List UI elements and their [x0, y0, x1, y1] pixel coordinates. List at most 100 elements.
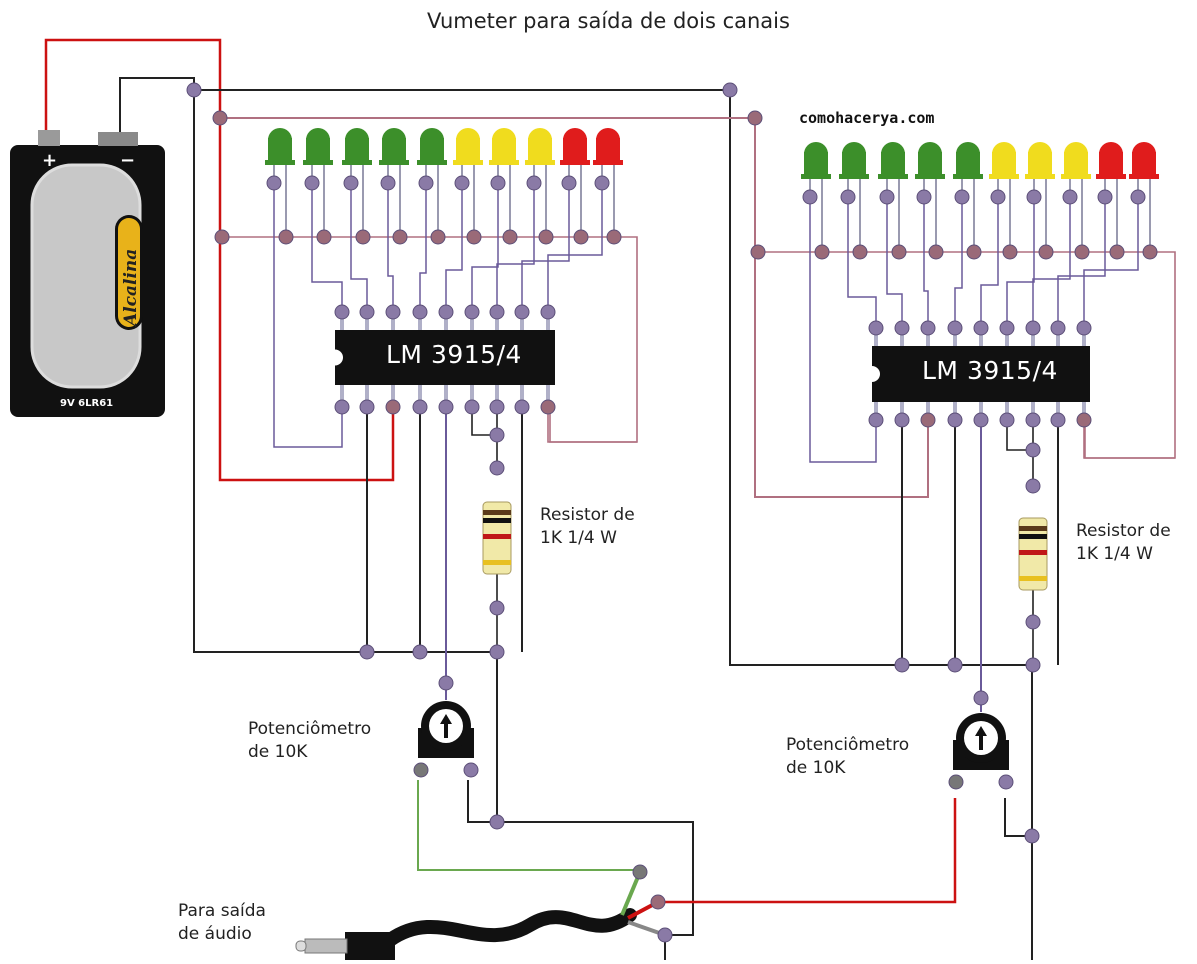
left-ic-bottom-pin-node-3: [385, 399, 401, 415]
right-led-5: [953, 142, 983, 179]
left-led-2-lens: [306, 138, 330, 160]
left-ic-lm3915: [335, 312, 555, 403]
left-led-1-dome: [268, 128, 292, 140]
right-ic-bottom-pin-1: [874, 402, 878, 420]
left-led-9-rim: [560, 160, 590, 165]
left-led-7-anode-node: [502, 229, 518, 245]
left-led-1-to-pin1: [273, 183, 343, 448]
pot-label-left-line2: de 10K: [248, 742, 308, 762]
left-led-5-anode-node: [430, 229, 446, 245]
left-led-10-lens: [596, 138, 620, 160]
battery-brand: Alcalina: [121, 248, 141, 326]
left-led-10-anode-node: [606, 229, 622, 245]
right-ic-bottom-pin-node-9: [1076, 412, 1092, 428]
pot-label-right-line1: Potenciômetro: [786, 735, 910, 755]
left-ic-bottom-pin-8: [520, 385, 524, 403]
right-ic-top-pin-node-11: [894, 320, 910, 336]
right-pin2-ground-node: [894, 657, 910, 673]
left-ic-bottom-pin-2: [365, 385, 369, 403]
left-ic-top-pin-17: [520, 312, 524, 330]
left-ic-top-pin-node-12: [385, 304, 401, 320]
cable-ground-strand: [620, 871, 642, 916]
right-ic-bottom-pin-node-7: [1025, 412, 1041, 428]
resistor-label-left-line2: 1K 1/4 W: [540, 528, 617, 548]
right-led-8-rim: [1061, 174, 1091, 179]
resistor-label-left-line1: Resistor de: [540, 505, 635, 525]
right-led-6: [989, 142, 1019, 179]
right-led-10-dome: [1132, 142, 1156, 154]
ic-label-right: LM 3915/4: [922, 356, 1058, 385]
right-led-2-to-ic: [847, 197, 877, 328]
right-led-3-dome: [881, 142, 905, 154]
left-led-1-cathode-node: [266, 175, 282, 191]
right-led-2-cathode-node: [840, 189, 856, 205]
left-ic-notch: [335, 349, 343, 366]
right-ic-bottom-pin-4: [953, 402, 957, 420]
right-led-9-cathode-node: [1097, 189, 1113, 205]
left-led-4-rim: [379, 160, 409, 165]
left-led-6-dome: [456, 128, 480, 140]
left-led-1-anode-node: [278, 229, 294, 245]
left-pot-wiper-node: [438, 675, 454, 691]
left-led-9: [560, 128, 590, 165]
left-led-6-anode-node: [466, 229, 482, 245]
battery-9v: [10, 130, 165, 417]
left-resistor-band-4: [483, 560, 511, 565]
node-ground-left: [186, 82, 202, 98]
right-ic-bottom-pin-3: [926, 402, 930, 420]
battery-brand-badge: [118, 218, 140, 327]
right-bus-start-node: [750, 244, 766, 260]
left-led-8-lens: [528, 138, 552, 160]
left-ic-bottom-pin-7: [495, 385, 499, 403]
right-led-8-cathode-node: [1062, 189, 1078, 205]
left-ic-top-pin-15: [470, 312, 474, 330]
left-led-3-lens: [345, 138, 369, 160]
left-ic-bottom-pin-node-2: [359, 399, 375, 415]
left-pot-right-pin-node: [463, 762, 479, 778]
left-pin6-7-link: [471, 407, 497, 436]
left-led-10-to-ic: [547, 183, 603, 312]
left-led-3-dome: [345, 128, 369, 140]
wire-left-channel-return: [497, 821, 694, 936]
left-ic-bottom-pin-node-7: [489, 399, 505, 415]
right-led-2-rim: [839, 174, 869, 179]
left-led-2-dome: [306, 128, 330, 140]
left-led-10-cathode-node: [594, 175, 610, 191]
left-led-10-dome: [596, 128, 620, 140]
left-led-4-anode-node: [392, 229, 408, 245]
left-led-5-lens: [420, 138, 444, 160]
right-led-8-anode-node: [1074, 244, 1090, 260]
right-led-2-anode-node: [852, 244, 868, 260]
right-ic-top-pin-17: [1056, 328, 1060, 346]
right-ic-bottom-pin-node-5: [973, 412, 989, 428]
right-pin9-mode: [1083, 420, 1175, 459]
right-led-9: [1096, 142, 1126, 179]
right-ic-bottom-pin-node-4: [947, 412, 963, 428]
right-resistor-band-3: [1019, 550, 1047, 555]
right-led-6-dome: [992, 142, 1016, 154]
right-led-10: [1129, 142, 1159, 179]
left-resistor-band-3: [483, 534, 511, 539]
right-led-3-cathode-node: [879, 189, 895, 205]
right-ic-top-pin-node-14: [973, 320, 989, 336]
left-led-4: [379, 128, 409, 165]
right-led-4-rim: [915, 174, 945, 179]
components: [265, 128, 1159, 960]
right-led-5-cathode-node: [954, 189, 970, 205]
left-resistor-top-node: [489, 460, 505, 476]
right-ic-bottom-pin-node-3: [920, 412, 936, 428]
left-led-9-cathode-node: [561, 175, 577, 191]
node-jack-ground: [632, 864, 648, 880]
right-ic-notch: [872, 366, 880, 382]
node-ground-right: [722, 82, 738, 98]
left-led-8-anode-node: [538, 229, 554, 245]
left-led-2-anode-node: [316, 229, 332, 245]
ic-label-left: LM 3915/4: [386, 340, 522, 369]
left-led-6-cathode-node: [454, 175, 470, 191]
wire-right-channel-signal: [658, 798, 957, 904]
right-led-8: [1061, 142, 1091, 179]
node-jack-right: [650, 894, 666, 910]
left-potentiometer-10k: [418, 701, 474, 758]
left-ic-top-pin-node-16: [489, 304, 505, 320]
audio-cable: [383, 908, 637, 947]
